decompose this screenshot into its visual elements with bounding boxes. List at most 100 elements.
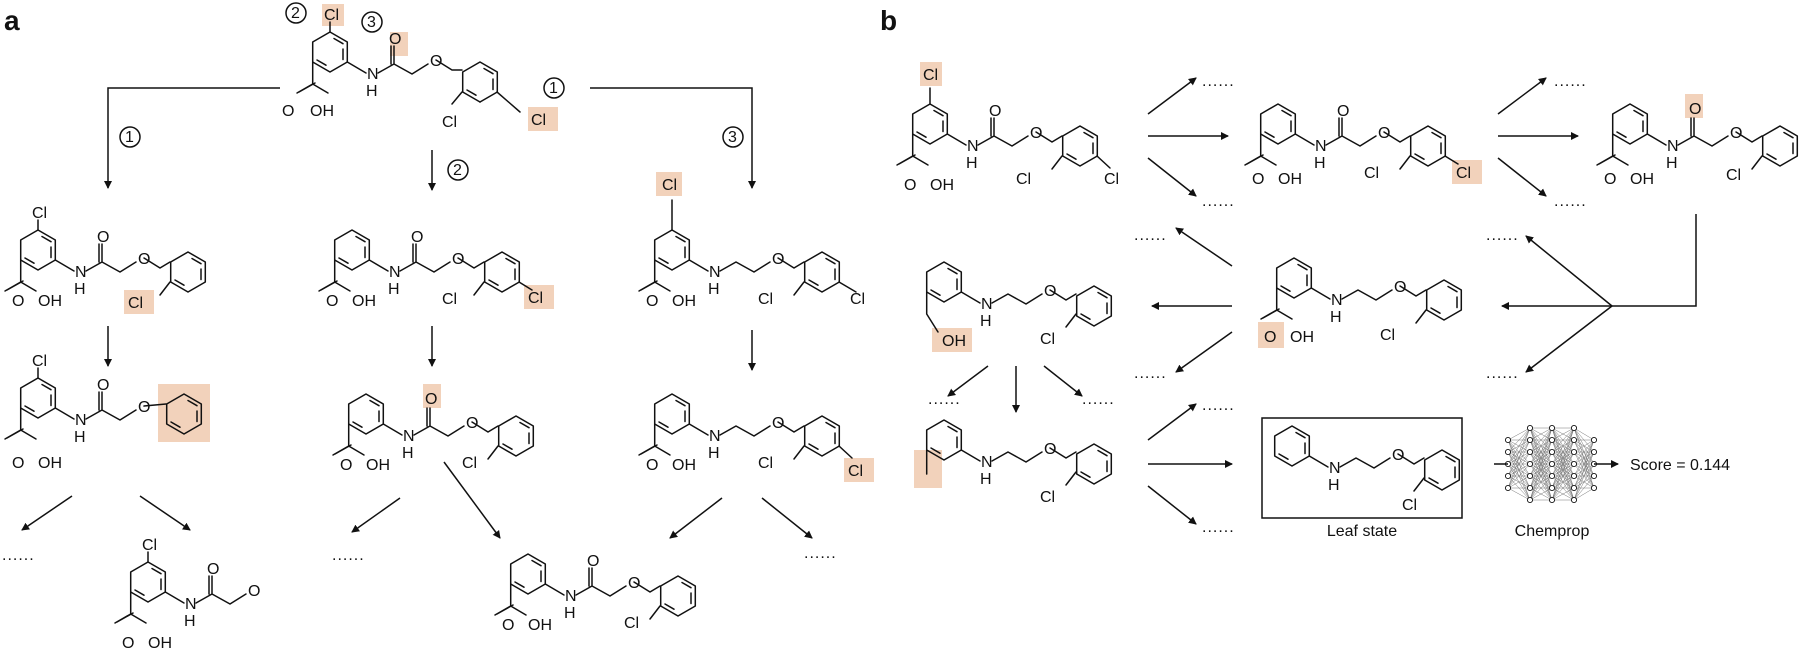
neural-network-icon xyxy=(1504,424,1598,504)
molecule-b-2: N H O O O OH Cl Cl xyxy=(1245,103,1482,188)
svg-text:1: 1 xyxy=(125,129,134,146)
svg-text:O: O xyxy=(587,553,599,570)
molecule-b-1: Cl N H O O O OH Cl Cl xyxy=(897,62,1119,194)
molecule-leaf: N H O Cl xyxy=(1273,425,1461,514)
step-marker-1: 1 xyxy=(543,77,565,99)
svg-text:N: N xyxy=(981,454,993,471)
svg-text:Cl: Cl xyxy=(1380,327,1395,344)
svg-text:OH: OH xyxy=(1278,171,1302,188)
svg-text:Cl: Cl xyxy=(32,205,47,222)
nn-edge xyxy=(1573,451,1595,501)
highlight-box xyxy=(124,290,154,314)
nn-node xyxy=(1548,472,1556,480)
svg-text:OH: OH xyxy=(38,455,62,472)
svg-text:N: N xyxy=(75,264,87,281)
svg-text:O: O xyxy=(411,229,423,246)
svg-text:O: O xyxy=(772,415,784,432)
nn-node xyxy=(1548,436,1556,444)
arrow xyxy=(669,497,723,539)
atom-label: Cl xyxy=(442,114,457,131)
svg-text:N: N xyxy=(389,264,401,281)
svg-text:H: H xyxy=(74,281,86,298)
nn-edge xyxy=(1573,475,1595,501)
svg-text:H: H xyxy=(1328,477,1340,494)
svg-text:Cl: Cl xyxy=(1402,497,1417,514)
svg-text:O: O xyxy=(502,617,514,634)
nn-edge xyxy=(1551,439,1575,501)
arrow xyxy=(443,461,501,539)
nn-node xyxy=(1526,460,1534,468)
ellipsis: ...... xyxy=(1486,365,1519,382)
nn-edge xyxy=(1529,427,1553,453)
svg-text:O: O xyxy=(12,293,24,310)
nn-node xyxy=(1570,448,1578,456)
nn-edge xyxy=(1507,427,1531,441)
svg-text:Cl: Cl xyxy=(758,291,773,308)
nn-edge xyxy=(1551,427,1575,489)
arrow xyxy=(761,497,813,539)
molecule-b-3: N H O O O OH Cl xyxy=(1597,94,1799,188)
arrow xyxy=(139,495,191,531)
ellipsis: ...... xyxy=(1202,73,1235,90)
nn-node xyxy=(1548,424,1556,432)
nn-edge xyxy=(1573,427,1595,441)
svg-text:Cl: Cl xyxy=(128,295,143,312)
arrow xyxy=(1525,235,1613,307)
nn-edge xyxy=(1529,427,1553,501)
svg-text:O: O xyxy=(425,391,437,408)
ellipsis: ...... xyxy=(804,545,837,562)
svg-text:O: O xyxy=(1689,101,1701,118)
highlight-box xyxy=(322,4,344,26)
svg-text:O: O xyxy=(12,455,24,472)
nn-node xyxy=(1548,448,1556,456)
molecule-a-mid-1: N H O O O OH Cl Cl xyxy=(319,229,554,310)
nn-node xyxy=(1570,496,1578,504)
atom-label: Cl xyxy=(531,112,546,129)
ellipsis: ...... xyxy=(1554,73,1587,90)
svg-text:H: H xyxy=(708,281,720,298)
svg-text:H: H xyxy=(388,281,400,298)
svg-text:O: O xyxy=(248,583,260,600)
nn-edge xyxy=(1551,451,1575,501)
leaf-state-box xyxy=(1261,417,1463,519)
svg-text:Cl: Cl xyxy=(32,353,47,370)
svg-text:Cl: Cl xyxy=(442,291,457,308)
svg-text:O: O xyxy=(1730,125,1742,142)
molecule-a-mid-2: N H O O O OH Cl xyxy=(333,384,535,474)
atom-label: O xyxy=(430,53,442,70)
svg-text:H: H xyxy=(74,429,86,446)
arrow xyxy=(1147,157,1197,197)
atom-label: O xyxy=(282,103,294,120)
nn-node xyxy=(1570,472,1578,480)
svg-text:O: O xyxy=(97,377,109,394)
atom-label: O xyxy=(389,31,401,48)
molecule-a-right-1: Cl N H O O OH Cl Cl xyxy=(639,172,865,310)
step-marker-3: 3 xyxy=(361,11,383,33)
atom-label: H xyxy=(366,83,378,100)
molecule-a-top: Cl N H O O O OH Cl Cl xyxy=(282,4,558,131)
arrow xyxy=(1497,157,1547,197)
arrow xyxy=(1043,365,1083,397)
svg-text:2: 2 xyxy=(291,5,300,22)
ellipsis: ...... xyxy=(1134,365,1167,382)
nn-node xyxy=(1590,436,1598,444)
svg-text:Cl: Cl xyxy=(1726,167,1741,184)
svg-text:OH: OH xyxy=(148,635,172,652)
svg-text:H: H xyxy=(1314,155,1326,172)
nn-edge xyxy=(1573,439,1595,501)
svg-text:OH: OH xyxy=(366,457,390,474)
ellipsis: ...... xyxy=(1202,397,1235,414)
svg-text:Cl: Cl xyxy=(1016,171,1031,188)
svg-text:H: H xyxy=(1330,309,1342,326)
nn-edge xyxy=(1507,463,1531,489)
svg-text:3: 3 xyxy=(728,129,737,146)
atom-label: Cl xyxy=(324,7,339,24)
svg-text:O: O xyxy=(989,103,1001,120)
ellipsis: ...... xyxy=(1134,227,1167,244)
nn-edge xyxy=(1507,487,1531,501)
nn-edge xyxy=(1529,451,1553,501)
nn-node xyxy=(1526,484,1534,492)
svg-text:N: N xyxy=(75,412,87,429)
svg-text:Cl: Cl xyxy=(1364,165,1379,182)
